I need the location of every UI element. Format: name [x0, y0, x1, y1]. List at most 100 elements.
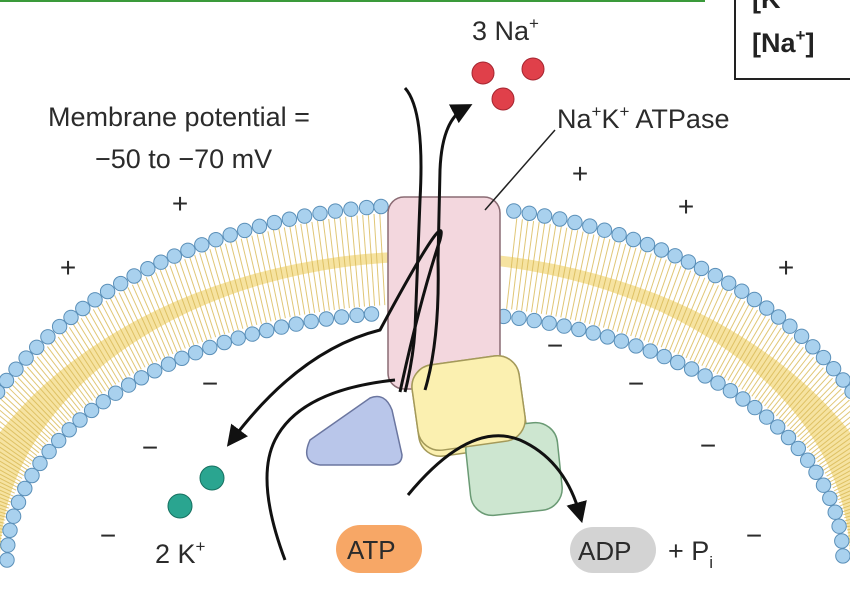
k-ion — [167, 493, 193, 519]
lipid-tail — [272, 229, 291, 318]
lipid-tail — [105, 300, 142, 370]
lipid-tail — [804, 404, 850, 446]
lipid-head-group — [160, 356, 177, 372]
lipid-tail — [0, 469, 21, 482]
negative-charges: −−−−−−− — [100, 330, 762, 551]
lipid-head-group — [0, 537, 16, 553]
lipid-head-group — [237, 222, 253, 239]
na-transport-arrow — [403, 86, 423, 393]
lipid-head-group — [358, 199, 375, 216]
lipid-head-group — [75, 300, 91, 317]
lipid-head-group — [251, 218, 268, 235]
lipid-head-group — [2, 522, 18, 538]
lipid-tail — [118, 292, 154, 364]
lipid-tail — [50, 343, 93, 401]
lipid-tail — [701, 295, 737, 366]
lipid-tail — [836, 490, 850, 498]
lipid-tail — [26, 366, 72, 419]
lipid-tail — [30, 363, 75, 416]
lipid-tail — [506, 218, 518, 309]
lipid-tail — [751, 337, 794, 397]
lipid-tail — [246, 237, 267, 323]
lipid-tail — [256, 234, 277, 321]
lipid-head-group — [153, 254, 169, 270]
lipid-head-group — [312, 205, 328, 222]
lipid-tail — [150, 274, 182, 351]
lipid-tail — [681, 282, 715, 357]
lipid-tail — [3, 395, 51, 440]
lipid-tail — [730, 318, 771, 383]
lipid-head-group — [613, 333, 630, 349]
lipid-tail — [773, 360, 818, 414]
lipid-head-group — [61, 422, 77, 438]
minus-sign: − — [746, 520, 762, 551]
lipid-head-group — [327, 203, 344, 219]
lipid-tail — [0, 481, 17, 491]
lipid-tail — [278, 228, 296, 317]
lipid-head-group — [653, 242, 670, 258]
lipid-head-group — [628, 338, 644, 354]
atpase-label: Na+K+ ATPase — [557, 102, 729, 134]
lipid-tail — [267, 231, 286, 319]
lipid-tail — [11, 384, 59, 432]
lipid-tail — [799, 395, 848, 440]
lipid-tail — [602, 243, 627, 328]
membrane-potential-line1: Membrane potential = — [48, 102, 310, 132]
lipid-tail — [194, 254, 221, 336]
lipid-tail — [832, 478, 850, 489]
lipid-tail — [0, 504, 9, 509]
lipid-head-group — [683, 361, 700, 377]
lipid-head-group — [585, 325, 601, 341]
lipid-tail — [136, 282, 170, 356]
lipid-tail — [164, 267, 195, 346]
lipid-tail — [781, 370, 827, 422]
na-ion — [521, 57, 545, 81]
lipid-tail — [813, 427, 850, 457]
lipid-tail — [797, 392, 845, 438]
plus-sign: + — [778, 252, 794, 283]
lipid-head-group — [734, 283, 750, 299]
lipid-tail — [328, 219, 340, 310]
lipid-tail — [0, 460, 25, 477]
lipid-head-group — [611, 227, 627, 243]
lipid-tail — [0, 446, 30, 468]
lipid-tail — [526, 222, 540, 312]
lipid-tail — [806, 410, 850, 449]
lipid-tail — [716, 306, 754, 375]
lipid-tail — [827, 465, 850, 480]
lipid-tail — [40, 352, 84, 409]
lipid-tail — [833, 482, 850, 492]
lipid-tail — [251, 235, 272, 322]
corner-box-line1: [Na+] — [752, 26, 814, 58]
lipid-tail — [705, 298, 742, 368]
lipid-tail — [204, 250, 230, 333]
lipid-tail — [155, 272, 186, 349]
lipid-tail — [0, 451, 28, 471]
lipid-tail — [778, 367, 824, 419]
lipid-tail — [214, 247, 239, 331]
lipid-head-group — [790, 440, 806, 457]
lipid-tail — [33, 359, 78, 414]
lipid-tail — [305, 222, 320, 313]
k-transport-arrow-tail — [265, 378, 396, 561]
corner-box-line0: [K — [752, 0, 781, 14]
lipid-head-group — [0, 552, 15, 568]
lipid-tail — [535, 224, 551, 313]
lipid-head-group — [107, 385, 124, 401]
lipid-tail — [625, 253, 652, 335]
lipid-tail — [0, 441, 32, 465]
lipid-head-group — [780, 429, 797, 446]
atp-hydrolysis-arrow — [406, 434, 587, 524]
lipid-head-group — [222, 227, 238, 243]
lipid-tail — [322, 219, 335, 310]
lipid-tail — [14, 380, 61, 429]
lipid-tail — [584, 237, 606, 323]
lipid-tail — [593, 240, 616, 326]
lipid-head-group — [244, 326, 261, 342]
lipid-head-group — [800, 452, 816, 468]
lipid-head-group — [831, 518, 847, 534]
lipid-tail — [811, 422, 850, 454]
yellow-subunit-front — [411, 355, 526, 452]
lipid-tail — [839, 497, 850, 504]
lipid-tail — [224, 243, 248, 328]
